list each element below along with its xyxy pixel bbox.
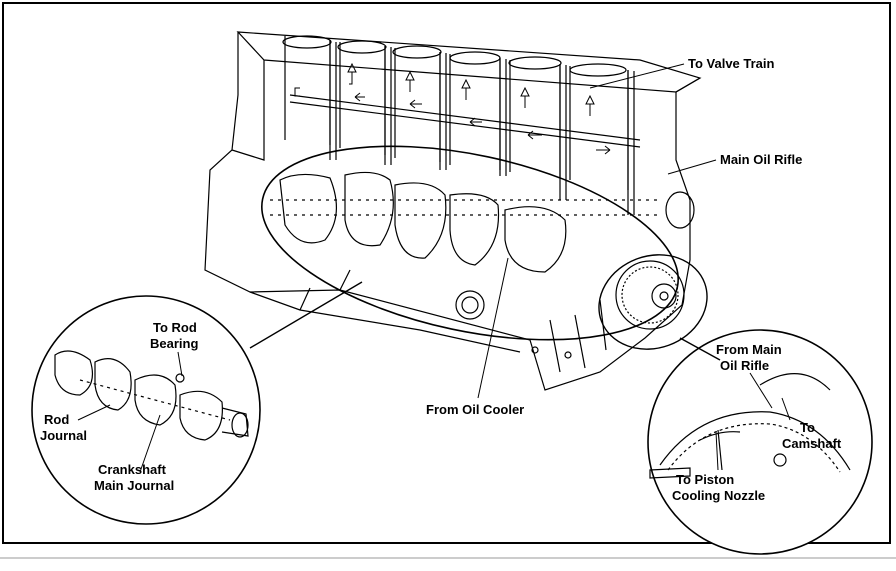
inset-leader-left — [249, 281, 363, 349]
crankshaft-inset — [31, 281, 363, 525]
inset-leader-right — [679, 337, 721, 361]
cam-gear — [615, 260, 685, 330]
label-from-main-oil-rifle-line1: From Main — [716, 342, 782, 357]
label-rod-journal-line2: Journal — [40, 428, 87, 443]
label-to-piston-cooling-nozzle-line1: To Piston — [676, 472, 734, 487]
crankshaft-main — [270, 171, 695, 320]
label-crankshaft-main-journal-line2: Main Journal — [94, 478, 174, 493]
label-main-oil-rifle: Main Oil Rifle — [720, 152, 802, 167]
label-to-camshaft-line1: To — [800, 420, 815, 435]
label-rod-journal-line1: Rod — [44, 412, 69, 427]
label-to-piston-cooling-nozzle-line2: Cooling Nozzle — [672, 488, 765, 503]
engine-block — [204, 31, 708, 391]
frame-border — [2, 2, 891, 544]
gear-region-callout — [598, 254, 708, 350]
crankshaft-drawing — [54, 350, 249, 441]
label-to-rod-bearing-line2: Bearing — [150, 336, 198, 351]
label-to-camshaft-line2: Camshaft — [782, 436, 842, 451]
label-from-oil-cooler: From Oil Cooler — [426, 402, 524, 417]
label-leaders — [477, 63, 717, 399]
bearing-drawing — [649, 373, 851, 479]
label-from-main-oil-rifle-line2: Oil Rifle — [720, 358, 769, 373]
flow-arrows — [294, 62, 611, 155]
gear-inset — [647, 329, 873, 555]
label-to-rod-bearing-line1: To Rod — [153, 320, 197, 335]
label-to-valve-train: To Valve Train — [688, 56, 775, 71]
crank-region-callout — [261, 145, 679, 341]
label-crankshaft-main-journal-line1: Crankshaft — [98, 462, 167, 477]
oil-passages — [289, 40, 641, 215]
